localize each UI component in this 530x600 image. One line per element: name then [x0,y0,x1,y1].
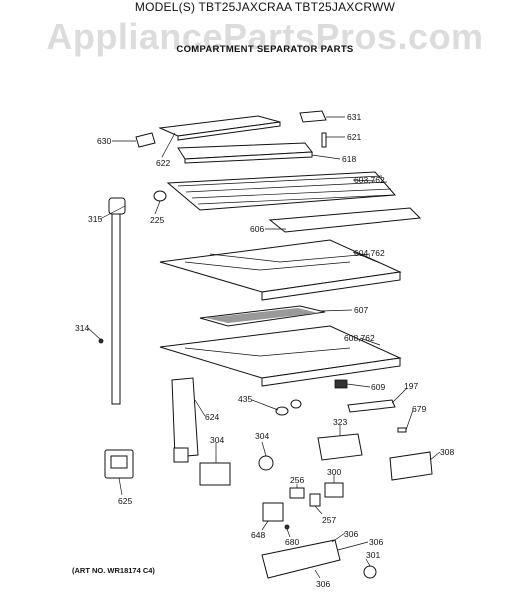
callout-621: 621 [347,132,361,142]
pan2-ribs [184,347,351,357]
part-315[interactable] [108,197,126,215]
callout-257: 257 [322,515,336,525]
callout-603-762: 603,762 [354,175,385,185]
part-604-762-side [261,271,401,301]
screw-314 [98,338,104,344]
part-630[interactable] [135,132,156,148]
part-648[interactable] [262,502,284,522]
part-256[interactable] [289,487,305,499]
part-314[interactable] [111,213,121,405]
callout-624: 624 [205,412,219,422]
model-line: MODEL(S) TBT25JAXCRAA TBT25JAXCRWW [134,0,396,14]
part-306[interactable] [261,539,341,579]
part-225[interactable] [153,190,167,202]
callout-680: 680 [285,537,299,547]
callout-301: 301 [366,550,380,560]
callout-304-b: 304 [255,431,269,441]
part-621[interactable] [321,132,327,148]
part-624[interactable] [171,377,199,458]
part-257[interactable] [309,493,321,507]
part-304-box[interactable] [199,462,231,486]
callout-648: 648 [251,530,265,540]
section-title: COMPARTMENT SEPARATOR PARTS [176,44,354,55]
mesh-fill [206,308,318,323]
callout-607: 607 [354,305,368,315]
part-606[interactable] [268,207,422,233]
callout-300: 300 [327,467,341,477]
part-609[interactable] [334,379,348,389]
callout-631: 631 [347,112,361,122]
part-622-lip [177,121,281,141]
art-number: (ART NO. WR18174 C4) [72,566,155,575]
callout-315: 315 [88,214,102,224]
part-304-knob[interactable] [258,455,274,471]
callout-labels: 631 630 621 622 618 603,762 315 225 606 … [75,112,454,589]
part-680[interactable] [284,524,290,530]
callout-314: 314 [75,323,89,333]
part-631[interactable] [299,110,327,123]
part-608-762-side [261,357,401,387]
callout-304-a: 304 [210,435,224,445]
callout-630: 630 [97,136,111,146]
callout-306-a: 306 [344,529,358,539]
callout-608-762: 608,762 [344,333,375,343]
callout-606: 606 [250,224,264,234]
callout-308: 308 [440,447,454,457]
part-624-base [173,447,189,463]
callout-618: 618 [342,154,356,164]
part-435-b [290,399,302,409]
part-679[interactable] [397,427,407,433]
callout-435: 435 [238,394,252,404]
part-618-base [184,151,313,164]
callout-622: 622 [156,158,170,168]
callout-306-b: 306 [369,537,383,547]
callout-306-c: 306 [316,579,330,589]
part-300[interactable] [324,482,344,498]
callout-609: 609 [371,382,385,392]
pan-ribs-2 [209,253,371,263]
part-603-762[interactable] [166,171,397,211]
callout-323: 323 [333,417,347,427]
part-308[interactable] [389,451,433,481]
part-301[interactable] [363,565,377,579]
callout-679: 679 [412,404,426,414]
callout-604-762: 604,762 [354,248,385,258]
callout-625: 625 [118,496,132,506]
callout-225: 225 [150,215,164,225]
callout-197: 197 [404,381,418,391]
shelf-grid-lines [177,175,394,205]
leader-lines [87,116,441,579]
part-625-inner [110,455,128,469]
part-435[interactable] [275,406,289,416]
callout-256: 256 [290,475,304,485]
part-197[interactable] [347,399,396,413]
part-323[interactable] [317,433,363,461]
pan-ribs [184,261,351,271]
watermark: AppliancePartsPros.com [46,16,484,57]
